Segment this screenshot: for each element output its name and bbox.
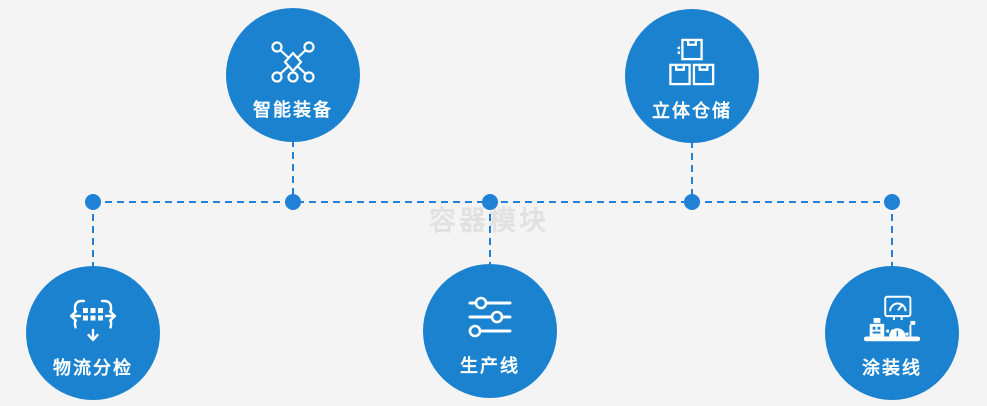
node-label: 立体仓储 — [652, 100, 732, 121]
connector-warehouse-storage — [691, 141, 693, 202]
junction-dot-smart — [285, 194, 301, 210]
sliders-icon — [467, 291, 513, 343]
node-warehouse-storage: 立体仓储 — [625, 9, 759, 143]
node-label: 涂装线 — [862, 357, 922, 378]
network-nodes-icon — [267, 35, 319, 87]
node-label: 生产线 — [460, 355, 520, 376]
stacked-boxes-icon — [668, 36, 716, 88]
machine-console-icon — [861, 293, 923, 345]
junction-dot-right — [884, 194, 900, 210]
junction-dot-center — [482, 194, 498, 210]
sorting-arrows-icon — [67, 293, 119, 345]
node-label: 物流分检 — [53, 357, 133, 378]
node-label: 智能装备 — [253, 99, 333, 120]
connector-production-line — [489, 202, 491, 264]
connector-logistics-sorting — [92, 202, 94, 266]
junction-dot-left — [85, 194, 101, 210]
node-painting-line: 涂装线 — [825, 266, 959, 400]
connector-smart-equipment — [292, 140, 294, 202]
watermark-text: 容器模块 — [429, 199, 549, 238]
node-logistics-sorting: 物流分检 — [26, 266, 160, 400]
junction-dot-warehouse — [684, 194, 700, 210]
connector-painting-line — [891, 202, 893, 266]
node-smart-equipment: 智能装备 — [226, 8, 360, 142]
node-production-line: 生产线 — [423, 264, 557, 398]
